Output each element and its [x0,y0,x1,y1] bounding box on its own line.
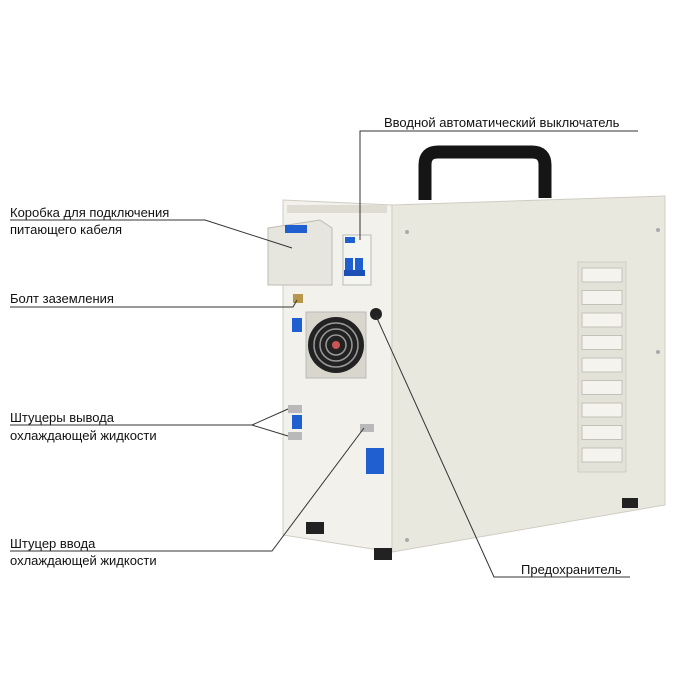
vent-slat [581,290,623,305]
label-outlets-2: охлаждающей жидкости [10,428,157,443]
outlet-fittings [288,405,302,440]
label-input-breaker: Вводной автоматический выключатель [384,115,620,130]
vent-slat [581,402,623,418]
cable-box [267,219,333,286]
vent-slat [581,267,623,283]
vent-slat [581,425,623,440]
input-breaker [342,234,372,286]
vent-slat [581,335,623,350]
vent-slat [581,312,623,328]
side-vents [577,261,627,473]
fuse-holder [370,308,382,320]
label-cable-box-2: питающего кабеля [10,222,123,237]
inlet-fitting [360,424,374,432]
vent-slat [581,357,623,373]
label-cable-box-1: Коробка для подключения [10,205,170,220]
cooling-fan [305,311,367,379]
label-fuse: Предохранитель [521,562,622,577]
carry-handle [418,145,552,200]
label-inlet-2: охлаждающей жидкости [10,553,157,568]
vent-slat [581,447,623,463]
label-outlets-1: Штуцеры вывода [10,410,114,425]
leader-lines [10,130,638,578]
label-ground-bolt: Болт заземления [10,291,114,306]
label-inlet-1: Штуцер ввода [10,536,96,551]
vent-slat [581,380,623,395]
ground-bolt [293,294,303,303]
